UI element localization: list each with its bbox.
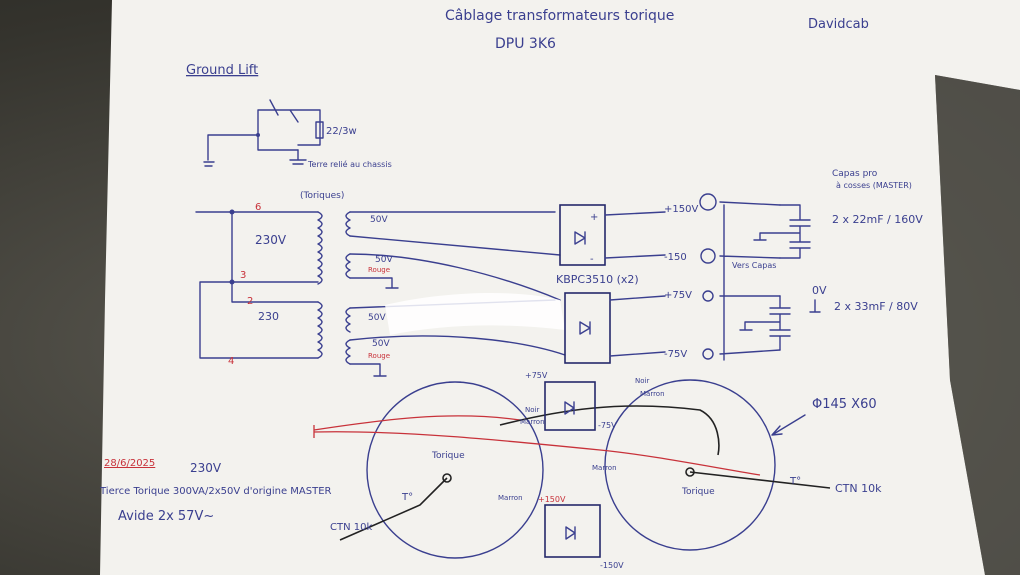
- toroid-left: [366, 381, 544, 559]
- author-text: Davidcab: [808, 17, 869, 32]
- capas-header-2: à cosses (MASTER): [836, 181, 912, 190]
- red-wires: [313, 415, 761, 476]
- pin-6-label: 6: [255, 202, 261, 213]
- rail-m150b: -150V: [600, 561, 624, 570]
- torique-left-label: Torique: [431, 451, 465, 461]
- ctn-left-label: CTN 10k: [330, 522, 372, 533]
- rouge-label-1: Rouge: [368, 266, 390, 274]
- toriques-label: (Toriques): [300, 191, 344, 201]
- secondary-windings: [345, 211, 566, 377]
- secondary-2-label: 50V: [375, 255, 393, 265]
- wire-label-noir-1: Noir: [635, 377, 649, 385]
- primary-voltage-1: 230V: [255, 233, 287, 247]
- diameter-label: Φ145 X60: [812, 397, 877, 412]
- rail-p75b: +75V: [525, 371, 548, 380]
- note-230v: 230V: [190, 461, 222, 475]
- primary-voltage-2: 230: [258, 310, 279, 323]
- primary-wiring: [195, 209, 323, 359]
- rectifier-part-label: KBPC3510 (x2): [556, 273, 639, 286]
- bridge-rectifier-2: [564, 292, 611, 364]
- pin-3-label: 3: [240, 270, 246, 281]
- secondary-1-label: 50V: [370, 215, 388, 225]
- wire-label-marron-1: Marron: [640, 390, 665, 398]
- diameter-arrow: [771, 414, 806, 436]
- title-text: Câblage transformateurs torique: [445, 8, 674, 24]
- resistor-label: 22/3w: [326, 126, 357, 137]
- bridge1-minus: -: [590, 254, 594, 265]
- vers-capas-label: Vers Capas: [732, 261, 776, 270]
- bridge-rectifier-4: [544, 504, 601, 558]
- rail-p150b: +150V: [538, 495, 566, 504]
- ov-label: 0V: [812, 284, 827, 297]
- t-label-right: T°: [789, 476, 801, 487]
- light-glare: [385, 293, 565, 335]
- capacitor-bank-small: [739, 295, 821, 351]
- secondary-4-label: 50V: [372, 339, 390, 349]
- toroid-left-center: [442, 473, 452, 483]
- torique-right-label: Torique: [681, 487, 715, 497]
- wire-label-marron-2: Marron: [520, 418, 545, 426]
- note-line1: Tierce Torique 300VA/2x50V d'origine MAS…: [99, 486, 332, 497]
- bridge1-plus: +: [590, 212, 598, 223]
- cap-big-label: 2 x 22mF / 160V: [832, 213, 923, 226]
- ctn-right-label: CTN 10k: [835, 482, 882, 495]
- rouge-label-2: Rouge: [368, 352, 390, 360]
- ntc-wires: [339, 405, 831, 541]
- rail-m75b: -75V: [598, 421, 617, 430]
- rail-m150: -150: [664, 252, 687, 263]
- t-label-left: T°: [401, 492, 413, 503]
- bridge-rectifier-1: [559, 204, 606, 266]
- rail-m75: -75V: [664, 349, 687, 360]
- wire-label-noir-2: Noir: [525, 406, 539, 414]
- bridge-rectifier-3: [544, 381, 596, 431]
- wire-label-marron-4: Marron: [592, 464, 617, 472]
- pin-2-label: 2: [247, 296, 253, 307]
- note-line2: Avide 2x 57V~: [118, 509, 214, 524]
- date-text: 28/6/2025: [104, 458, 155, 469]
- secondary-3-label: 50V: [368, 313, 386, 323]
- chassis-note: Terre relié au chassis: [307, 159, 392, 169]
- rail-p150: +150V: [664, 204, 698, 215]
- toroid-right: [604, 379, 776, 551]
- ground-lift-circuit: [203, 99, 324, 167]
- cap-small-label: 2 x 33mF / 80V: [834, 300, 918, 313]
- ground-lift-title: Ground Lift: [186, 63, 258, 78]
- capacitor-bank-big: [753, 204, 811, 259]
- dc-output-lines: [604, 193, 781, 361]
- paper-shadow: [935, 75, 1020, 575]
- pin-4-label: 4: [228, 356, 234, 367]
- rail-p75: +75V: [664, 290, 692, 301]
- subtitle-text: DPU 3K6: [495, 36, 556, 52]
- wire-label-marron-3: Marron: [498, 494, 523, 502]
- capas-header-1: Capas pro: [832, 169, 878, 179]
